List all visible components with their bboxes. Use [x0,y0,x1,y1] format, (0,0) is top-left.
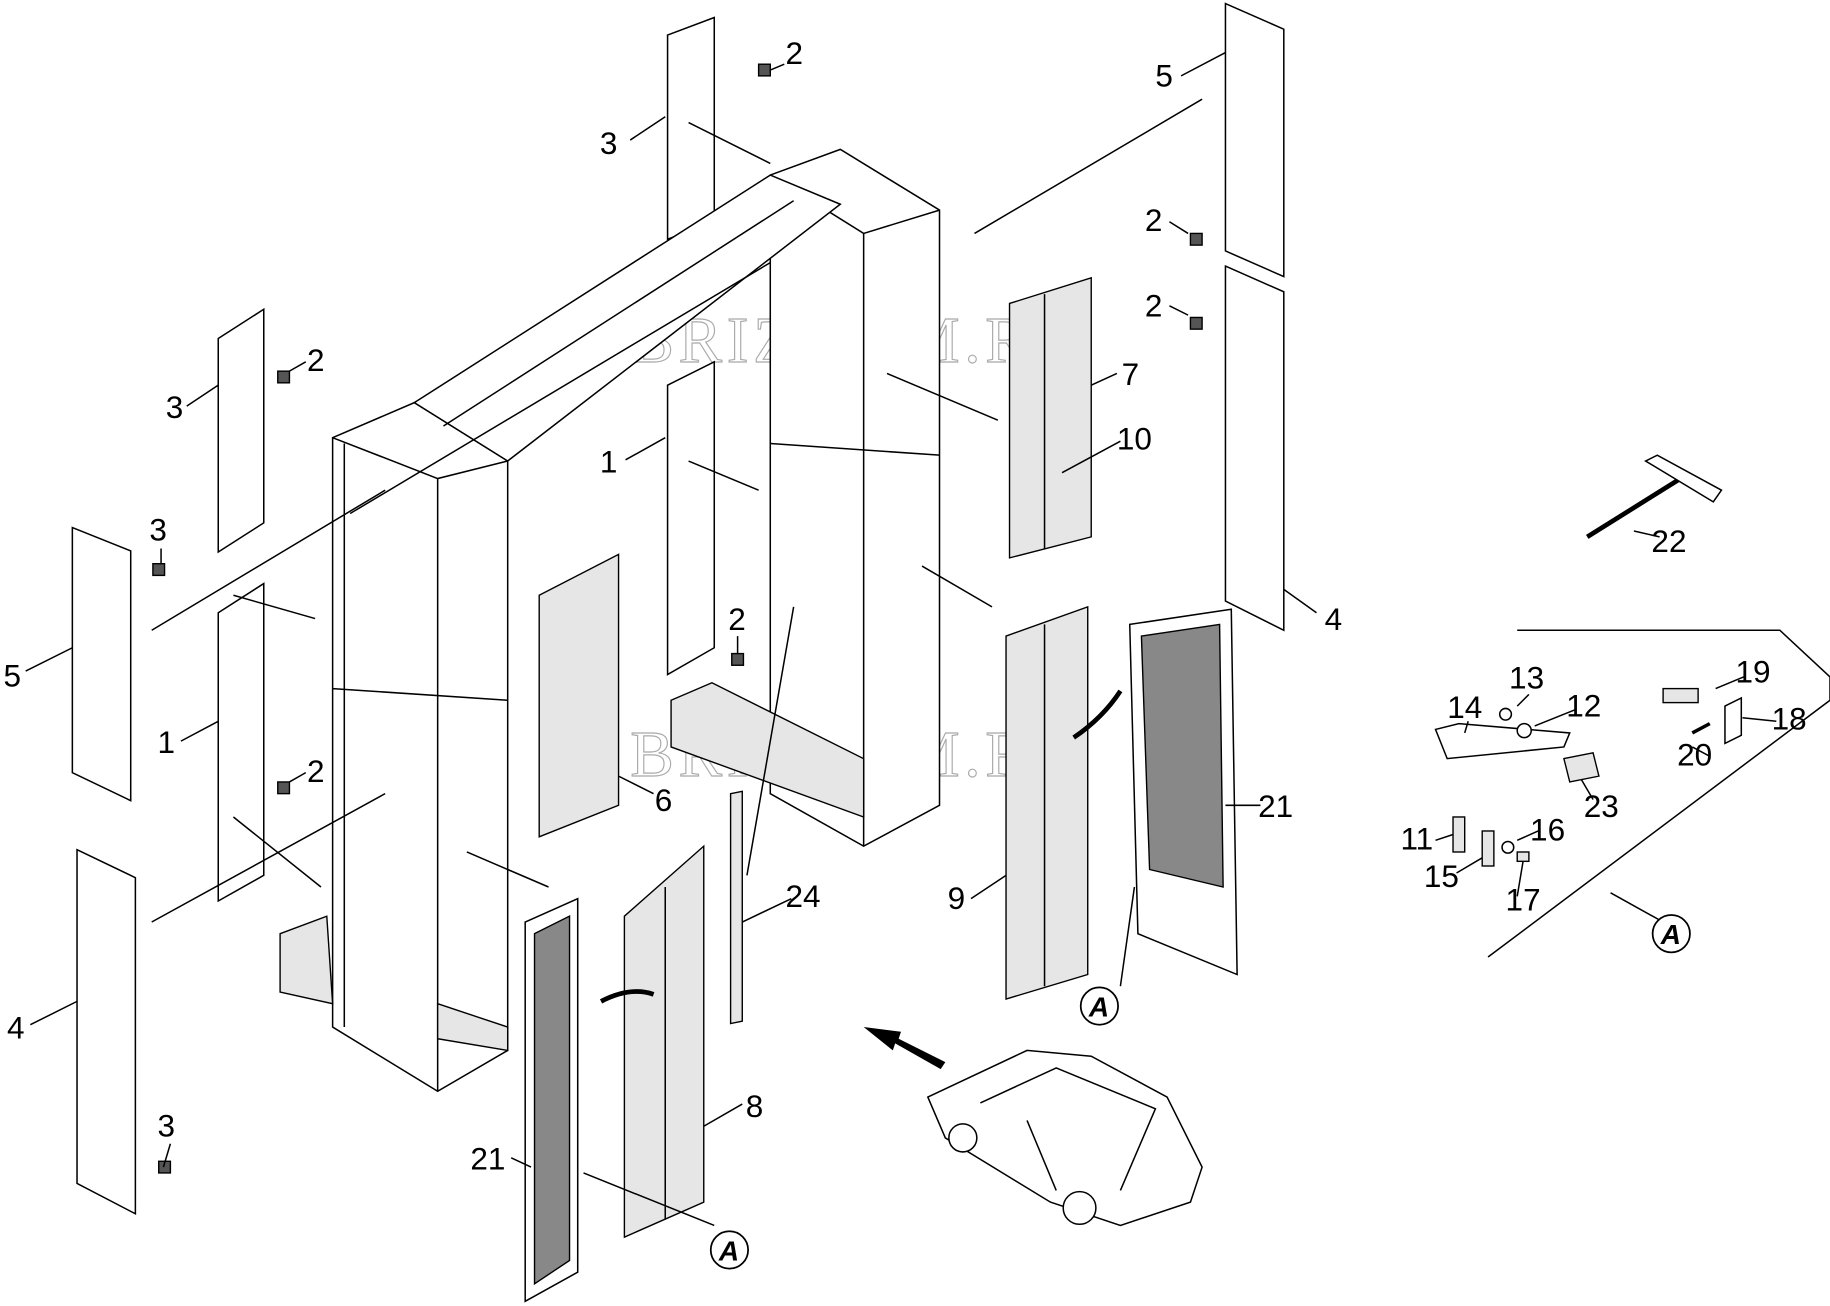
detail-ref-a: A [1651,914,1691,954]
clips [152,63,1203,1174]
callout-1: 1 [158,724,176,760]
callout-2: 2 [1145,287,1163,323]
callout-24: 24 [785,878,820,914]
callout-19: 19 [1735,654,1770,690]
detail-ref-a: A [709,1230,749,1270]
callout-4: 4 [7,1010,25,1046]
detail-a [1434,629,1830,958]
vehicle-icon [926,1049,1203,1227]
detail-ref-a: A [1079,986,1119,1026]
callout-2: 2 [307,753,325,789]
svg-text:A: A [1660,919,1681,950]
callout-16: 16 [1530,811,1565,847]
callout-4: 4 [1325,601,1343,637]
callout-1: 1 [600,444,618,480]
svg-text:A: A [718,1235,739,1266]
callout-23: 23 [1584,788,1619,824]
callout-11: 11 [1401,821,1434,857]
callout-15: 15 [1424,858,1459,894]
callout-6: 6 [655,782,673,818]
doors [524,276,1238,1303]
callout-12: 12 [1566,688,1601,724]
callout-3: 3 [600,125,618,161]
callout-7: 7 [1122,356,1140,392]
leader-lines [25,51,1777,1227]
callout-18: 18 [1772,700,1807,736]
callout-20: 20 [1677,737,1712,773]
callout-2: 2 [785,35,803,71]
callout-labels: 2 3 5 2 2 2 3 7 10 1 3 22 4 2 5 13 19 14… [4,35,1807,1176]
callout-8: 8 [746,1088,764,1124]
callout-2: 2 [307,342,325,378]
svg-text:A: A [1088,992,1109,1023]
callout-10: 10 [1117,420,1152,456]
callout-2: 2 [1145,202,1163,238]
callout-3: 3 [166,389,184,425]
t-handle-key [1586,454,1723,539]
callout-5: 5 [4,657,22,693]
callout-22: 22 [1651,523,1686,559]
callout-21: 21 [470,1140,505,1176]
callout-17: 17 [1506,881,1541,917]
callout-9: 9 [948,880,966,916]
side-panels [71,2,1285,1216]
callout-2: 2 [728,601,746,637]
callout-14: 14 [1447,689,1482,725]
callout-21: 21 [1258,788,1293,824]
callout-13: 13 [1509,660,1544,696]
callout-3: 3 [149,511,167,547]
callout-5: 5 [1155,57,1173,93]
main-frame [279,148,941,1093]
callout-3: 3 [158,1108,176,1144]
direction-arrow-icon [863,1027,946,1070]
